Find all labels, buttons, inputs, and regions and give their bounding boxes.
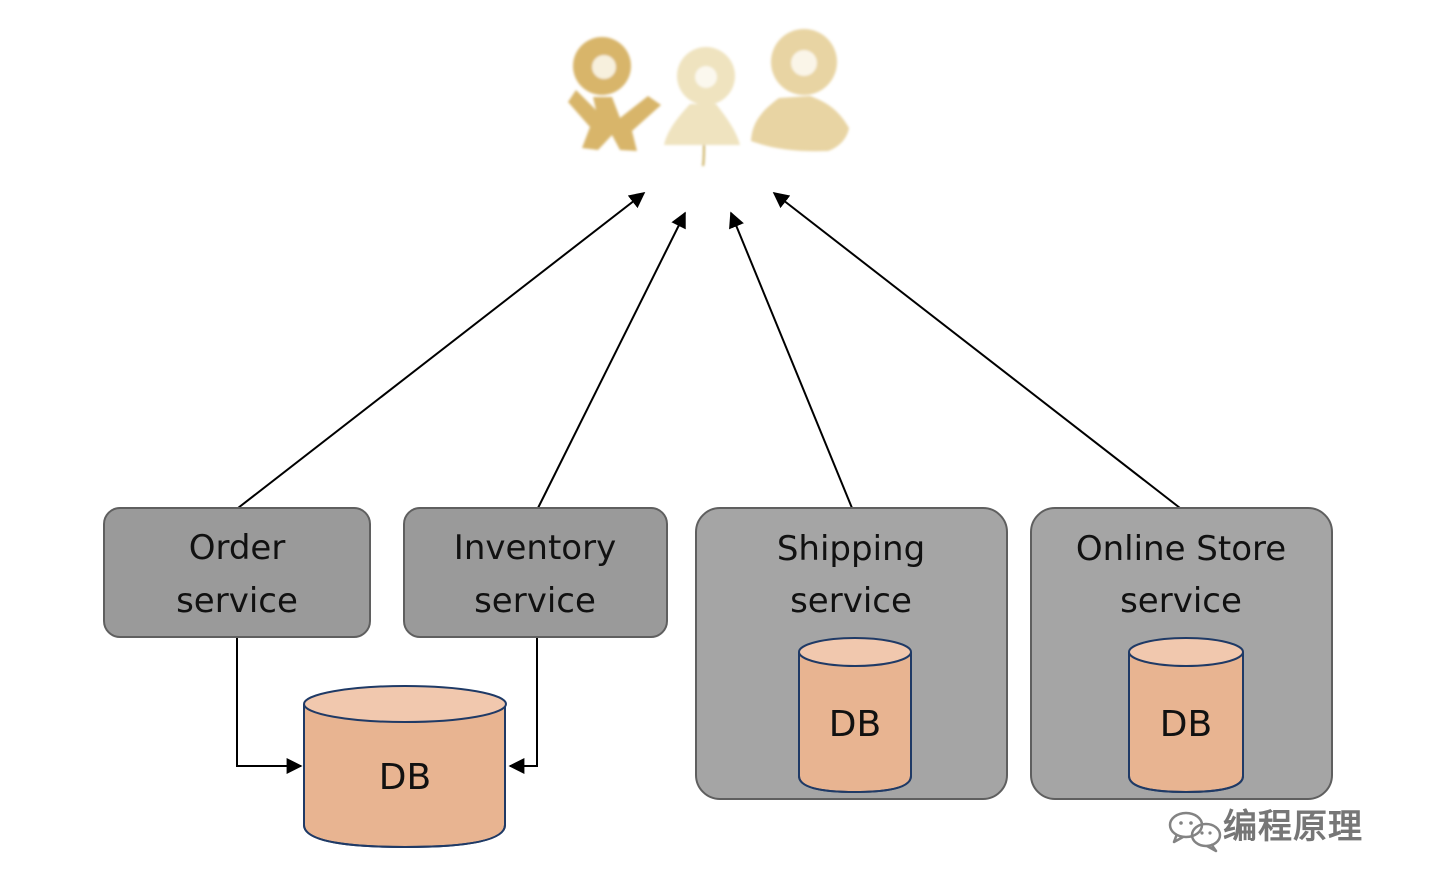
service-box-inventory[interactable]: Inventory service [403,507,668,638]
service-box-order[interactable]: Order service [103,507,371,638]
shipping-to-users-arrow [729,211,853,509]
db-label: DB [829,704,881,745]
order-to-db-arrow [236,637,303,774]
wechat-icon [1168,811,1222,853]
watermark: 编程原理 [1168,807,1363,853]
service-title-line2: service [176,581,298,621]
service-title-line2: service [1120,581,1242,621]
service-container-online-store[interactable]: Online Store service DB [1030,507,1333,800]
inventory-to-users-arrow [537,211,686,509]
connections [236,192,1181,774]
order-to-users-arrow [237,192,646,509]
users-icon [568,29,849,167]
inventory-to-db-arrow [508,637,538,774]
watermark-text: 编程原理 [1223,807,1363,847]
online-store-to-users-arrow [772,192,1181,509]
service-title-line1: Online Store [1076,529,1286,569]
online-store-db[interactable]: DB [1128,637,1244,794]
shared-db[interactable]: DB [303,685,507,849]
db-label: DB [1160,704,1212,745]
service-title-line2: service [474,581,596,621]
service-title-line2: service [790,581,912,621]
shipping-db[interactable]: DB [798,637,912,794]
service-title-line1: Inventory [454,528,616,568]
service-title-line1: Order [189,528,286,568]
service-container-shipping[interactable]: Shipping service DB [695,507,1008,800]
db-label: DB [379,757,431,798]
service-title-line1: Shipping [777,529,925,569]
